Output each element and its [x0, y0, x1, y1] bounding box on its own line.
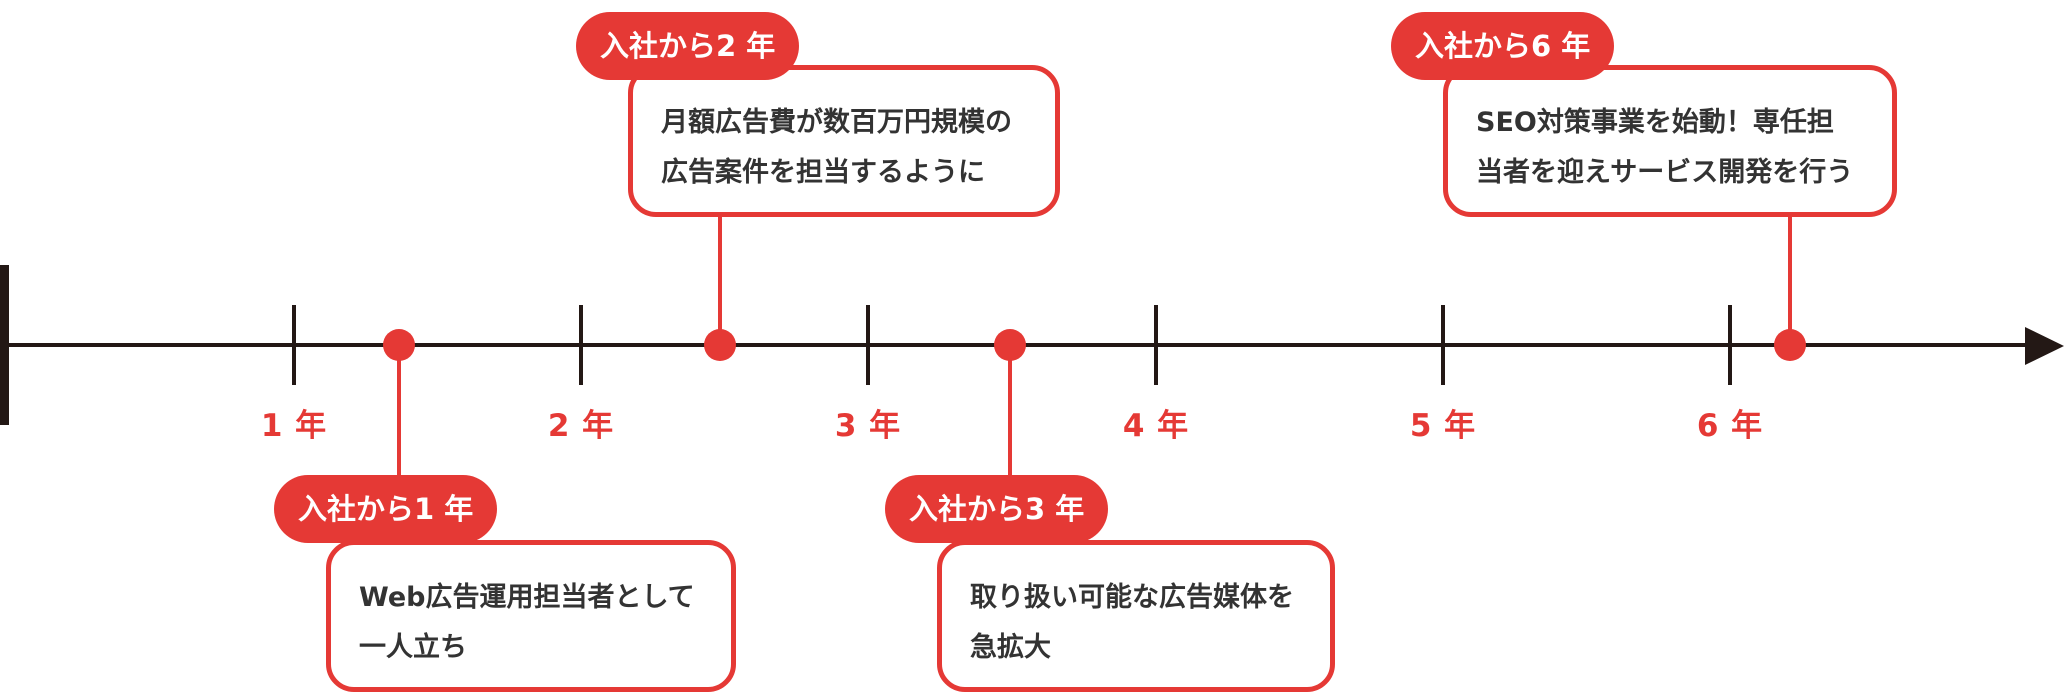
milestone-6-text-line-1: SEO対策事業を始動！専任担 [1476, 107, 1834, 138]
milestone-1-dot [383, 329, 415, 361]
tick-year-5 [1441, 305, 1445, 385]
milestone-2-text-line-2: 広告案件を担当するように [661, 157, 985, 188]
tick-label-year-2: 2 年 [547, 408, 615, 444]
tick-label-year-6: 6 年 [1696, 408, 1764, 444]
tick-label-year-3: 3 年 [834, 408, 902, 444]
milestone-3-tag: 入社から3 年 [885, 475, 1109, 543]
milestone-2-text-line-1: 月額広告費が数百万円規模の [661, 107, 1012, 138]
milestone-1-connector [397, 345, 401, 475]
tick-year-1 [292, 305, 296, 385]
milestone-1-text-line-1: Web広告運用担当者として [359, 582, 695, 613]
milestone-2-connector [718, 210, 722, 345]
milestone-1-tag: 入社から1 年 [274, 475, 498, 543]
milestone-1-box: Web広告運用担当者として 一人立ち [326, 540, 736, 692]
tick-year-6 [1728, 305, 1732, 385]
tick-year-4 [1154, 305, 1158, 385]
tick-year-3 [866, 305, 870, 385]
timeline-arrow-icon [2025, 327, 2064, 365]
milestone-2-box: 月額広告費が数百万円規模の 広告案件を担当するように [628, 65, 1060, 217]
milestone-3-text-line-1: 取り扱い可能な広告媒体を [970, 582, 1294, 613]
milestone-3-text-line-2: 急拡大 [970, 632, 1051, 663]
milestone-3-box: 取り扱い可能な広告媒体を 急拡大 [937, 540, 1335, 692]
milestone-2-dot [704, 329, 736, 361]
milestone-1-text-line-2: 一人立ち [359, 632, 467, 663]
milestone-3-dot [994, 329, 1026, 361]
milestone-3-connector [1008, 345, 1012, 475]
tick-year-2 [579, 305, 583, 385]
milestone-6-tag: 入社から6 年 [1391, 12, 1615, 80]
milestone-6-connector [1788, 210, 1792, 345]
milestone-6-box: SEO対策事業を始動！専任担 当者を迎えサービス開発を行う [1443, 65, 1897, 217]
tick-label-year-5: 5 年 [1409, 408, 1477, 444]
tick-label-year-4: 4 年 [1122, 408, 1190, 444]
milestone-6-dot [1774, 329, 1806, 361]
tick-label-year-1: 1 年 [260, 408, 328, 444]
milestone-6-text-line-2: 当者を迎えサービス開発を行う [1476, 157, 1854, 188]
milestone-2-tag: 入社から2 年 [576, 12, 800, 80]
